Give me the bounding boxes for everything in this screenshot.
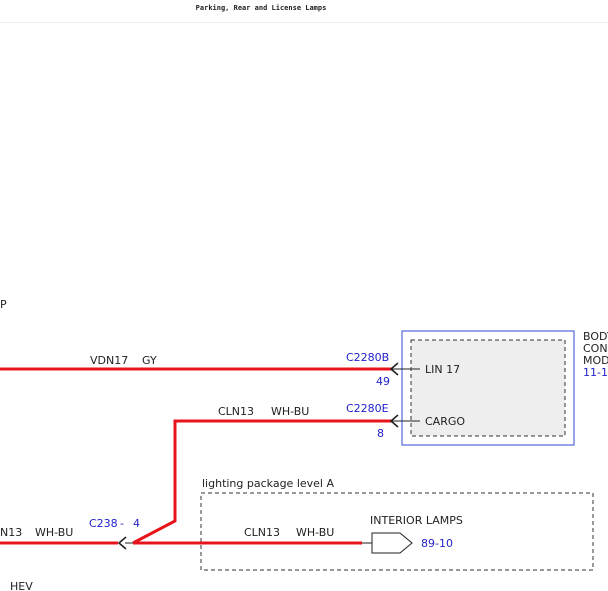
connector-c238-pin: 4 — [133, 517, 140, 530]
module-inner-box — [410, 339, 566, 437]
wire-cln13-interior-circuit: CLN13 — [244, 526, 280, 539]
wire-vdn17-circuit: VDN17 — [90, 354, 128, 367]
wire-n13-circuit: N13 — [0, 526, 22, 539]
connector-c2280b-pin: 49 — [376, 375, 390, 388]
connector-c2280e-pin: 8 — [377, 427, 384, 440]
hev-fragment-label: HEV — [10, 580, 33, 591]
interior-lamps-connector-icon[interactable] — [371, 532, 413, 554]
wire-cln13-circuit: CLN13 — [218, 405, 254, 418]
module-pin-lin17: LIN 17 — [425, 363, 460, 376]
wire-cln13-color: WH-BU — [271, 405, 309, 418]
page-title: Parking, Rear and License Lamps — [195, 4, 327, 12]
connector-c2280b-link[interactable]: C2280B — [346, 351, 389, 364]
connector-c238-link[interactable]: C238 — [89, 517, 118, 530]
interior-lamps-page-ref-link[interactable]: 89-10 — [421, 537, 453, 550]
wire-vdn17-color: GY — [142, 354, 157, 367]
module-name-line-3: MOD — [583, 354, 608, 367]
interior-lamps-label: INTERIOR LAMPS — [370, 514, 463, 527]
left-fragment-label: P — [0, 298, 7, 311]
connector-c2280e-link[interactable]: C2280E — [346, 402, 389, 415]
header-bar: Parking, Rear and License Lamps — [0, 0, 608, 23]
module-name-line-2: CON — [583, 342, 608, 355]
lighting-package-box — [200, 492, 594, 571]
module-page-ref-link[interactable]: 11-1 — [583, 366, 608, 379]
connector-arrow-c2280e-icon — [389, 414, 399, 428]
wire-n13-color: WH-BU — [35, 526, 73, 539]
wire-cln13-cargo[interactable] — [132, 419, 392, 545]
lighting-package-label: lighting package level A — [202, 477, 334, 490]
wire-cln13-interior-color: WH-BU — [296, 526, 334, 539]
connector-arrow-c2280b-icon — [389, 362, 399, 376]
module-pin-cargo: CARGO — [425, 415, 465, 428]
module-name-line-1: BODY — [583, 330, 608, 343]
connector-c238-separator: - — [120, 517, 124, 530]
connector-arrow-c238-icon — [117, 536, 127, 550]
